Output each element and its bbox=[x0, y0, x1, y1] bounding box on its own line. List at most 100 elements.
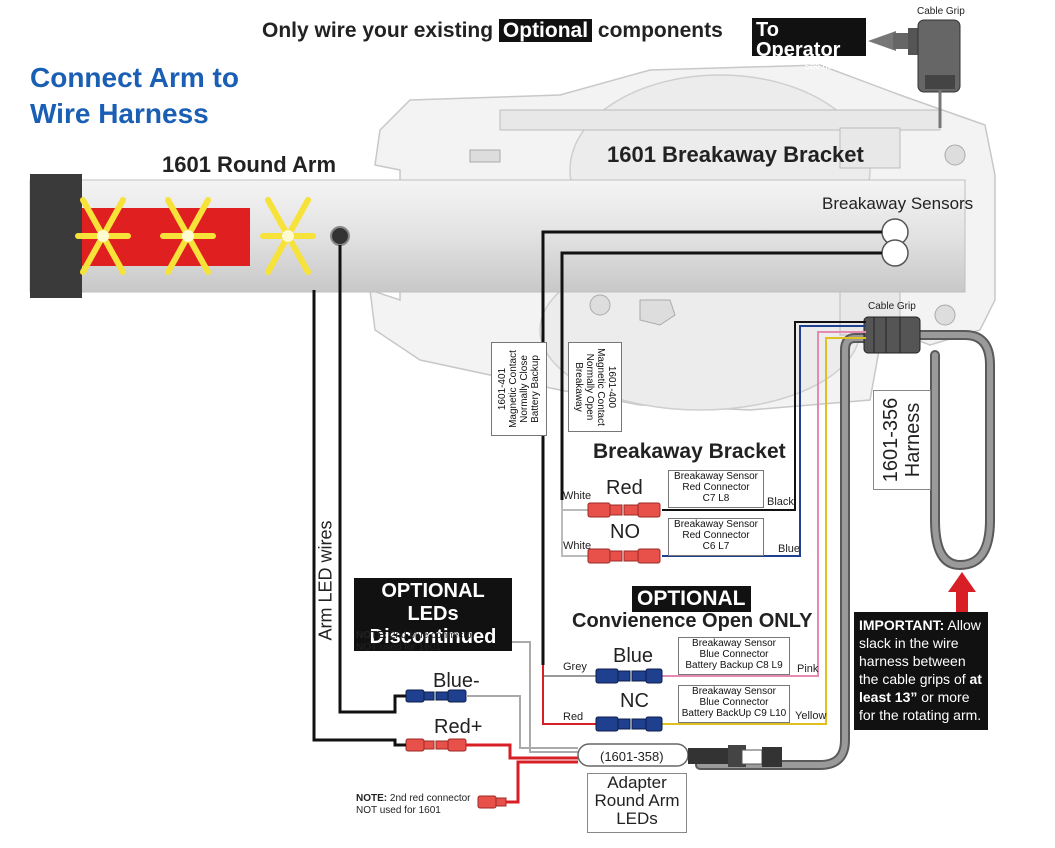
white-wire-label-1: White bbox=[563, 490, 592, 502]
header-highlight: Optional bbox=[498, 19, 593, 42]
sensor-blue-1-l2: Blue Connector bbox=[699, 649, 769, 660]
sensor-red-1-l2: Red Connector bbox=[682, 482, 750, 493]
header-instruction: Only wire your existing Optional compone… bbox=[262, 19, 723, 43]
sensor-red-1-l1: Breakaway Sensor bbox=[674, 471, 758, 482]
sensor-red-2-l2: Red Connector bbox=[682, 530, 750, 541]
breakaway-bracket-section-title: Breakaway Bracket bbox=[593, 440, 786, 463]
contact-401-state: Normally Close bbox=[519, 355, 530, 423]
title-line-1: Connect Arm to bbox=[30, 62, 239, 93]
harness-name: Harness bbox=[902, 402, 924, 478]
contact-401-code: 1601-401 bbox=[497, 367, 508, 411]
sensor-red-2-l1: Breakaway Sensor bbox=[674, 519, 758, 530]
harness-code: 1601-356 bbox=[880, 397, 902, 483]
yellow-wire-label: Yellow bbox=[795, 710, 827, 722]
slack-arrow bbox=[948, 572, 976, 612]
important-bold: IMPORTANT: bbox=[859, 617, 945, 633]
red-plus-label: Red+ bbox=[434, 716, 483, 738]
white-wire-label-2: White bbox=[563, 540, 592, 552]
header-suffix: components bbox=[597, 19, 723, 42]
adapter-code-label: (1601-358) bbox=[600, 749, 664, 764]
sensor-blue-1-l3: Battery Backup C8 L9 bbox=[685, 660, 783, 671]
sensor-blue-2-box: Breakaway Sensor Blue Connector Battery … bbox=[678, 685, 790, 723]
no-connector-label: NO bbox=[610, 521, 640, 543]
convenience-label: Convienence Open ONLY bbox=[572, 610, 813, 632]
blue-connector-label: Blue bbox=[613, 645, 654, 667]
optional-leds-title: OPTIONAL LEDs bbox=[381, 580, 485, 625]
sensor-red-2-box: Breakaway Sensor Red Connector C6 L7 bbox=[668, 518, 764, 556]
note-red-bold: NOTE: bbox=[356, 793, 388, 804]
to-operator-label: To Operator bbox=[756, 19, 841, 61]
adapter-l2: Round Arm bbox=[594, 791, 680, 810]
cable-grip-top bbox=[868, 19, 961, 128]
breakaway-sensor-2 bbox=[881, 239, 909, 267]
contact-401-use: Battery Backup bbox=[530, 355, 541, 423]
red-wire-label: Red bbox=[563, 711, 584, 723]
sensor-blue-2-l2: Blue Connector bbox=[699, 697, 769, 708]
note-blue-line2: NOT used for 1601 bbox=[356, 642, 441, 653]
cable-grip-top-label: Cable Grip bbox=[917, 6, 965, 17]
sensor-wires bbox=[541, 230, 882, 665]
contact-400-text: 1601-400 Magnetic Contact Normally Open … bbox=[573, 345, 617, 429]
round-arm bbox=[29, 174, 966, 298]
cable-grip-mid bbox=[863, 316, 921, 354]
harness-wires bbox=[662, 321, 866, 725]
optional-box: OPTIONAL bbox=[632, 586, 751, 612]
arm-led-wires-label: Arm LED wires bbox=[315, 520, 336, 641]
to-operator-sub: See next page bbox=[803, 61, 862, 71]
connectors bbox=[405, 502, 663, 809]
harness-label-box: 1601-356 Harness bbox=[873, 390, 931, 490]
harness-label-text: 1601-356 Harness bbox=[880, 392, 924, 488]
contact-401-type: Magnetic Contact bbox=[508, 350, 519, 428]
contact-401-text: 1601-401 Magnetic Contact Normally Close… bbox=[497, 346, 541, 432]
blue-wire-label: Blue bbox=[778, 543, 801, 555]
page-title: Connect Arm to Wire Harness bbox=[30, 60, 239, 132]
contact-400-use: Breakaway bbox=[573, 362, 584, 412]
sensor-blue-1-box: Breakaway Sensor Blue Connector Battery … bbox=[678, 637, 790, 675]
black-wire-label: Black bbox=[767, 496, 794, 508]
important-bold-2: at least 13” bbox=[859, 671, 982, 705]
grey-wire-label: Grey bbox=[563, 661, 587, 673]
adapter-l3: LEDs bbox=[616, 809, 658, 828]
important-text-2: or more for the rotating arm. bbox=[859, 689, 982, 723]
contact-400-box: 1601-400 Magnetic Contact Normally Open … bbox=[568, 342, 622, 432]
led-adapter-wires bbox=[466, 641, 578, 804]
note-red-text: 2nd red connector bbox=[389, 793, 471, 804]
sensor-red-2-l3: C6 L7 bbox=[702, 541, 730, 552]
white-wires bbox=[561, 500, 588, 557]
cable-grip-mid-label: Cable Grip bbox=[868, 301, 916, 312]
note-blue: NOTE: 2nd blue connector NOT used for 16… bbox=[356, 630, 475, 654]
to-operator-box: To Operator See next page bbox=[752, 18, 866, 71]
pink-wire-label: Pink bbox=[797, 663, 819, 675]
arm-led-wires bbox=[312, 245, 406, 747]
red-wire bbox=[542, 665, 596, 725]
important-text-1: Allow slack in the wire harness between … bbox=[859, 617, 981, 687]
sensor-blue-2-l1: Breakaway Sensor bbox=[692, 686, 776, 697]
contact-400-state: Normally Open bbox=[584, 353, 595, 421]
contact-401-box: 1601-401 Magnetic Contact Normally Close… bbox=[491, 342, 547, 436]
nc-connector-label: NC bbox=[620, 690, 649, 712]
optional-leds-sub: Discontinued bbox=[369, 626, 497, 648]
sensor-red-1-box: Breakaway Sensor Red Connector C7 L8 bbox=[668, 470, 764, 508]
red-connector-label: Red bbox=[606, 477, 643, 499]
note-blue-bold: NOTE: bbox=[356, 630, 388, 641]
sensor-blue-1-l1: Breakaway Sensor bbox=[692, 638, 776, 649]
optional-leds-box: OPTIONAL LEDs Discontinued bbox=[354, 578, 512, 651]
adapter-plug bbox=[577, 743, 782, 767]
breakaway-sensors-label: Breakaway Sensors bbox=[822, 194, 974, 213]
note-blue-text: 2nd blue connector bbox=[389, 630, 475, 641]
sensor-red-1-l3: C7 L8 bbox=[702, 493, 730, 504]
contact-400-code: 1601-400 bbox=[606, 365, 617, 409]
note-red-line2: NOT used for 1601 bbox=[356, 805, 441, 816]
blue-minus-label: Blue- bbox=[433, 670, 480, 692]
header-prefix: Only wire your existing bbox=[262, 19, 494, 42]
adapter-l1: Adapter bbox=[607, 773, 667, 792]
adapter-label-box: Adapter Round Arm LEDs bbox=[587, 773, 687, 833]
sensor-blue-2-l3: Battery BackUp C9 L10 bbox=[681, 708, 787, 719]
important-note: IMPORTANT: Allow slack in the wire harne… bbox=[854, 612, 988, 730]
round-arm-label: 1601 Round Arm bbox=[162, 152, 337, 177]
title-line-2: Wire Harness bbox=[30, 98, 209, 129]
note-red: NOTE: 2nd red connector NOT used for 160… bbox=[356, 793, 471, 817]
breakaway-bracket-label: 1601 Breakaway Bracket bbox=[607, 142, 864, 167]
